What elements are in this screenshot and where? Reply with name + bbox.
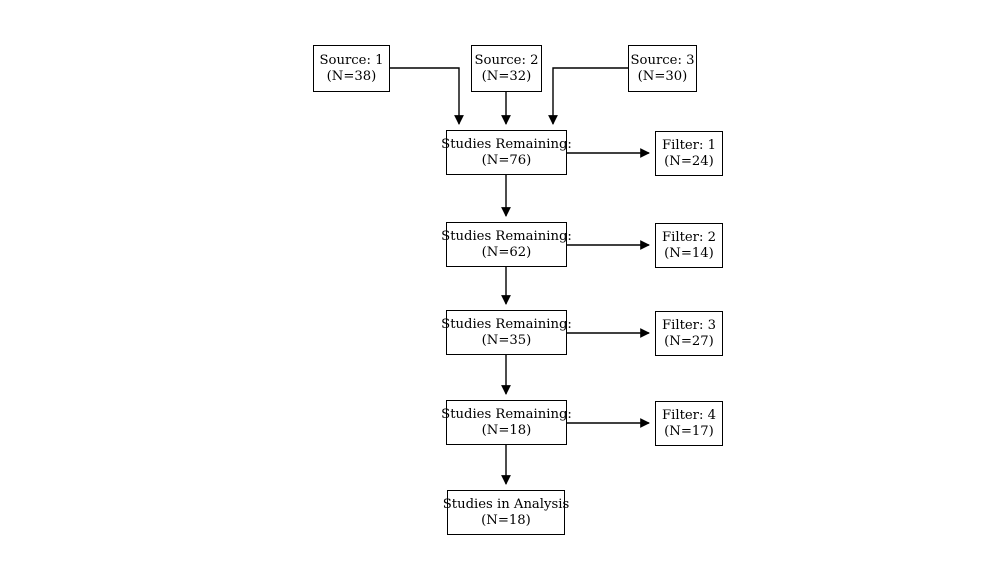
node-source-3-label: Source: 3	[630, 53, 695, 69]
node-studies-remaining-4[interactable]: Studies Remaining: (N=18)	[441, 400, 572, 445]
node-studies-remaining-3-count: (N=35)	[481, 332, 532, 348]
node-studies-remaining-4-label: Studies Remaining:	[441, 407, 572, 423]
edge-source1-to-stage1	[390, 67, 464, 125]
node-filter-3-label: Filter: 3	[661, 318, 717, 334]
node-studies-in-analysis[interactable]: Studies in Analysis (N=18)	[443, 490, 569, 535]
node-filter-2[interactable]: Filter: 2 (N=14)	[655, 223, 723, 268]
node-source-1-count: (N=38)	[326, 68, 377, 84]
node-filter-1-count: (N=24)	[664, 153, 714, 169]
node-filter-4-count: (N=17)	[664, 423, 714, 439]
node-filter-4-label: Filter: 4	[661, 408, 717, 424]
node-studies-remaining-3-label: Studies Remaining:	[441, 317, 572, 333]
edge-source3-to-stage1	[548, 67, 628, 125]
node-source-1[interactable]: Source: 1 (N=38)	[313, 45, 390, 92]
node-filter-3[interactable]: Filter: 3 (N=27)	[655, 311, 723, 356]
node-studies-remaining-4-count: (N=18)	[481, 422, 532, 438]
node-studies-in-analysis-count: (N=18)	[481, 512, 531, 528]
node-filter-3-count: (N=27)	[664, 333, 714, 349]
node-filter-4[interactable]: Filter: 4 (N=17)	[655, 401, 723, 446]
node-studies-remaining-1[interactable]: Studies Remaining: (N=76)	[441, 130, 572, 175]
node-filter-1-label: Filter: 1	[661, 138, 717, 154]
node-source-3[interactable]: Source: 3 (N=30)	[628, 45, 697, 92]
node-studies-remaining-2[interactable]: Studies Remaining: (N=62)	[441, 222, 572, 267]
node-source-2[interactable]: Source: 2 (N=32)	[471, 45, 542, 92]
node-studies-remaining-1-count: (N=76)	[481, 152, 532, 168]
node-filter-2-label: Filter: 2	[661, 230, 717, 246]
node-source-2-count: (N=32)	[481, 68, 532, 84]
node-source-1-label: Source: 1	[319, 53, 384, 69]
node-studies-remaining-2-count: (N=62)	[481, 244, 532, 260]
node-source-3-count: (N=30)	[637, 68, 688, 84]
node-source-2-label: Source: 2	[474, 53, 539, 69]
node-studies-in-analysis-label: Studies in Analysis	[442, 497, 570, 513]
node-filter-1[interactable]: Filter: 1 (N=24)	[655, 131, 723, 176]
node-studies-remaining-1-label: Studies Remaining:	[441, 137, 572, 153]
node-studies-remaining-2-label: Studies Remaining:	[441, 229, 572, 245]
node-filter-2-count: (N=14)	[664, 245, 714, 261]
node-studies-remaining-3[interactable]: Studies Remaining: (N=35)	[441, 310, 572, 355]
